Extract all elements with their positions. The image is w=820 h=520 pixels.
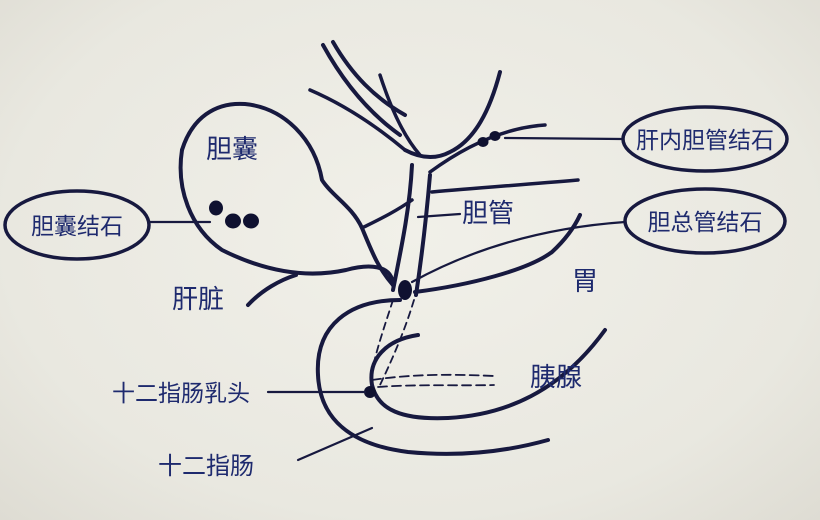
duodenal-papilla-marker (364, 386, 376, 398)
gallbladder-stone (243, 213, 259, 229)
common-bile-duct (369, 163, 580, 386)
pancreatic-duct (371, 373, 495, 388)
common-bile-duct-stone-label: 胆总管结石 (648, 210, 763, 236)
duodenum-label: 十二指肠 (158, 452, 254, 480)
hepatic-duct-tree (308, 40, 547, 174)
gallbladder-label: 胆囊 (206, 135, 258, 165)
intrahepatic-stone (489, 131, 501, 141)
stomach-label: 胃 (572, 267, 598, 297)
duodenal-papilla-label: 十二指肠乳头 (112, 381, 250, 407)
gallbladder-stone-oval (3, 189, 151, 261)
intrahepatic-stone-label: 肝内胆管结石 (636, 128, 774, 154)
duodenum-outline (315, 298, 607, 456)
leader-lines (148, 136, 627, 462)
gallbladder-stone (209, 200, 223, 216)
gallbladder-stone (225, 213, 241, 229)
common-bile-duct-stone (398, 280, 412, 300)
bile-duct-label: 胆管 (462, 199, 514, 229)
intrahepatic-stone (477, 137, 489, 147)
pancreas-label: 胰腺 (530, 363, 582, 393)
gallbladder-stones (209, 200, 259, 229)
liver-label: 肝脏 (172, 285, 224, 315)
stomach-edge (413, 213, 582, 294)
liver-edge (246, 273, 298, 307)
intrahepatic-stones (477, 131, 501, 147)
gallbladder-stone-label: 胆囊结石 (31, 214, 123, 240)
gallbladder-outline (178, 101, 414, 287)
